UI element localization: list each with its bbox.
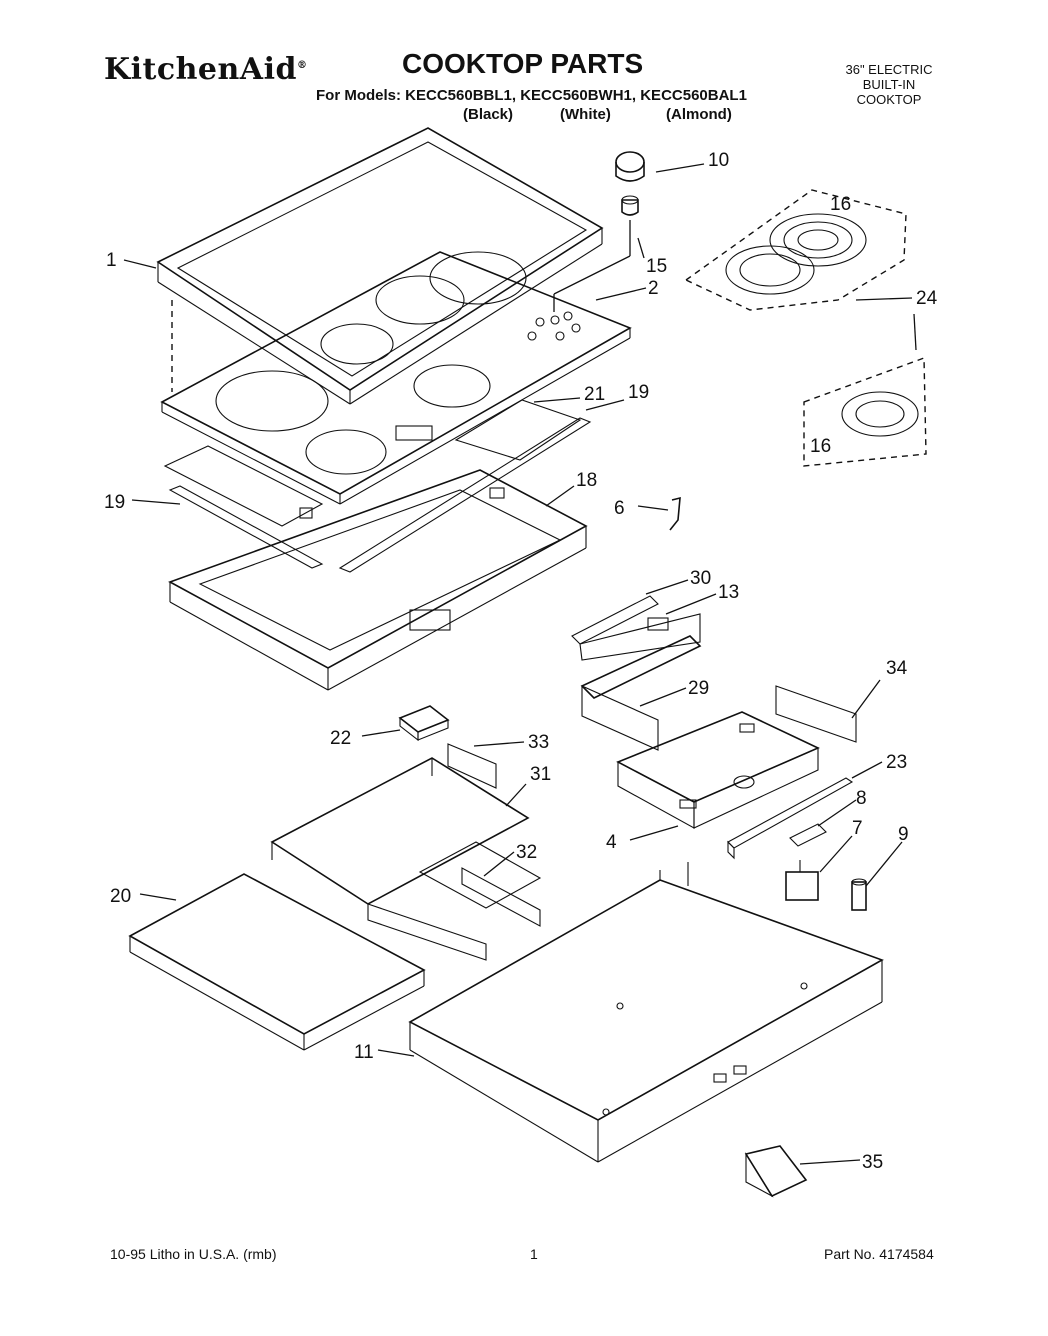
part-terminal-block <box>398 705 497 789</box>
brand-name: KitchenAid <box>104 52 297 87</box>
callout-4: 4 <box>606 832 617 853</box>
brand-logo: KitchenAid® <box>104 52 307 87</box>
page-number: 1 <box>530 1246 538 1262</box>
part-number: Part No. 4174584 <box>824 1246 934 1262</box>
callout-29: 29 <box>688 678 709 699</box>
part-clip <box>669 496 681 531</box>
variant-black: (Black) <box>463 106 514 123</box>
part-knob <box>553 151 645 312</box>
variant-white: (White) <box>560 106 611 123</box>
part-switch-assembly <box>727 777 867 911</box>
product-type-line: COOKTOP <box>856 92 922 107</box>
callout-numbers: 1 2 4 6 7 8 9 10 11 13 15 16 16 18 19 19… <box>104 150 938 1173</box>
part-brace <box>418 841 542 927</box>
part-rail <box>775 685 857 743</box>
callout-15: 15 <box>646 256 667 277</box>
callout-19: 19 <box>628 382 649 403</box>
callout-11: 11 <box>354 1042 374 1063</box>
callout-18: 18 <box>576 470 597 491</box>
models-line: For Models: KECC560BBL1, KECC560BWH1, KE… <box>316 87 747 104</box>
page-title: COOKTOP PARTS <box>402 48 644 79</box>
part-surface-elements <box>684 189 927 467</box>
callout-35: 35 <box>862 1152 883 1173</box>
callout-2: 2 <box>648 278 659 299</box>
product-type: 36" ELECTRIC BUILT-IN COOKTOP <box>830 62 948 107</box>
callout-9: 9 <box>898 824 909 845</box>
callout-33: 33 <box>528 732 549 753</box>
product-type-line: BUILT-IN <box>862 77 916 92</box>
callout-leaders <box>123 163 917 1165</box>
callout-20: 20 <box>110 886 131 907</box>
callout-30: 30 <box>690 568 711 589</box>
callout-7: 7 <box>852 818 863 839</box>
callout-1: 1 <box>106 250 117 271</box>
callout-32: 32 <box>516 842 537 863</box>
part-tray <box>128 873 426 1051</box>
variant-almond: (Almond) <box>666 106 732 123</box>
callout-21: 21 <box>584 384 605 405</box>
callout-8: 8 <box>856 788 867 809</box>
part-control-panel <box>616 711 820 829</box>
callout-10: 10 <box>708 150 729 171</box>
callout-22: 22 <box>330 728 351 749</box>
callout-23: 23 <box>886 752 907 773</box>
print-info: 10-95 Litho in U.S.A. (rmb) <box>110 1246 277 1262</box>
callout-6: 6 <box>614 498 625 519</box>
callout-16: 16 <box>830 194 851 215</box>
callout-24: 24 <box>916 288 938 309</box>
part-bottom-plate <box>270 757 530 961</box>
callout-16: 16 <box>810 436 831 457</box>
callout-19: 19 <box>104 492 125 513</box>
part-mounting-bracket <box>744 1145 808 1198</box>
brand-registered-mark: ® <box>296 60 308 71</box>
part-trim-frame <box>156 127 604 405</box>
part-control-brackets <box>571 595 702 751</box>
product-type-line: 36" ELECTRIC <box>845 62 933 77</box>
part-housing <box>408 862 884 1163</box>
callout-34: 34 <box>886 658 908 679</box>
callout-31: 31 <box>530 764 551 785</box>
part-glass-cooktop <box>160 251 632 505</box>
callout-13: 13 <box>718 582 739 603</box>
part-burner-box <box>168 469 588 691</box>
part-gaskets <box>163 399 592 573</box>
